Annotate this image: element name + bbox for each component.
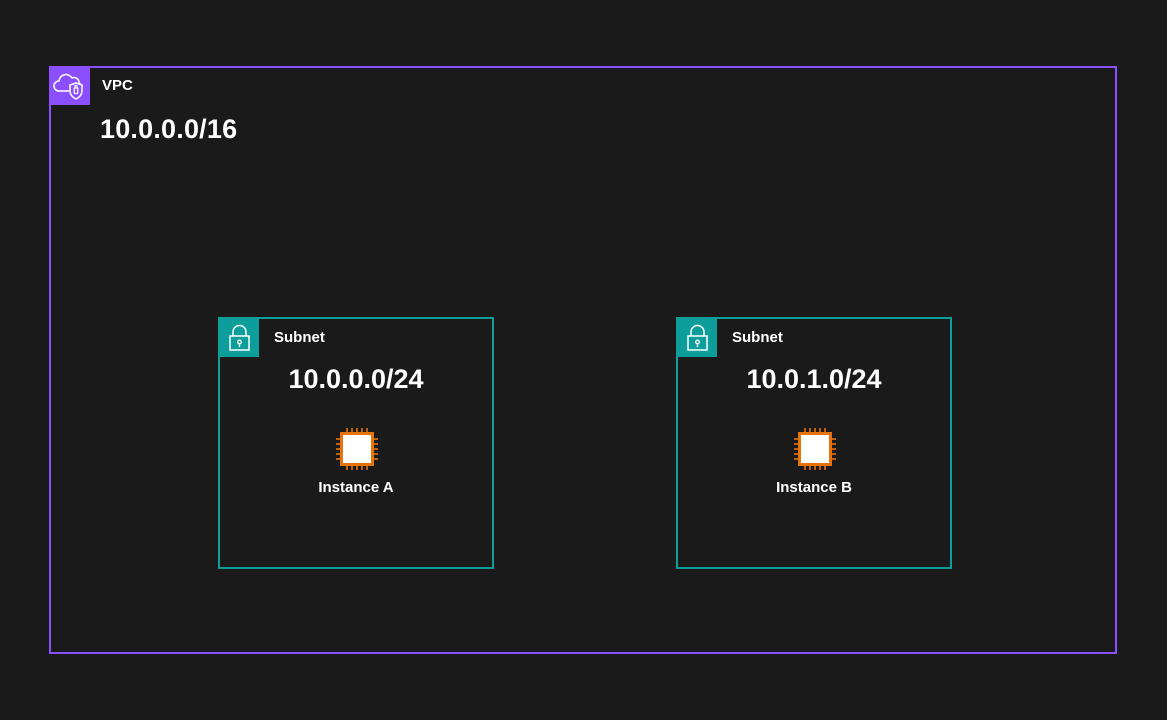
subnet-cidr: 10.0.0.0/24: [288, 364, 424, 394]
subnet-label: Subnet: [732, 329, 783, 346]
subnet-cidr: 10.0.1.0/24: [746, 364, 882, 394]
lock-icon: [220, 319, 259, 357]
lock-icon: [678, 319, 717, 357]
ec2-instance-icon: [792, 426, 838, 472]
instance-label: Instance A: [318, 479, 394, 496]
subnet-label: Subnet: [274, 329, 325, 346]
subnet-group-a: Subnet 10.0.0.0/24 Instance A: [218, 317, 494, 569]
instance-label: Instance B: [776, 479, 852, 496]
vpc-label: VPC: [102, 77, 133, 94]
vpc-cidr: 10.0.0.0/16: [100, 114, 238, 144]
vpc-cloud-icon: [49, 66, 90, 105]
subnet-group-b: Subnet 10.0.1.0/24 Instance B: [676, 317, 952, 569]
ec2-instance-icon: [334, 426, 380, 472]
vpc-group: [49, 66, 1117, 654]
